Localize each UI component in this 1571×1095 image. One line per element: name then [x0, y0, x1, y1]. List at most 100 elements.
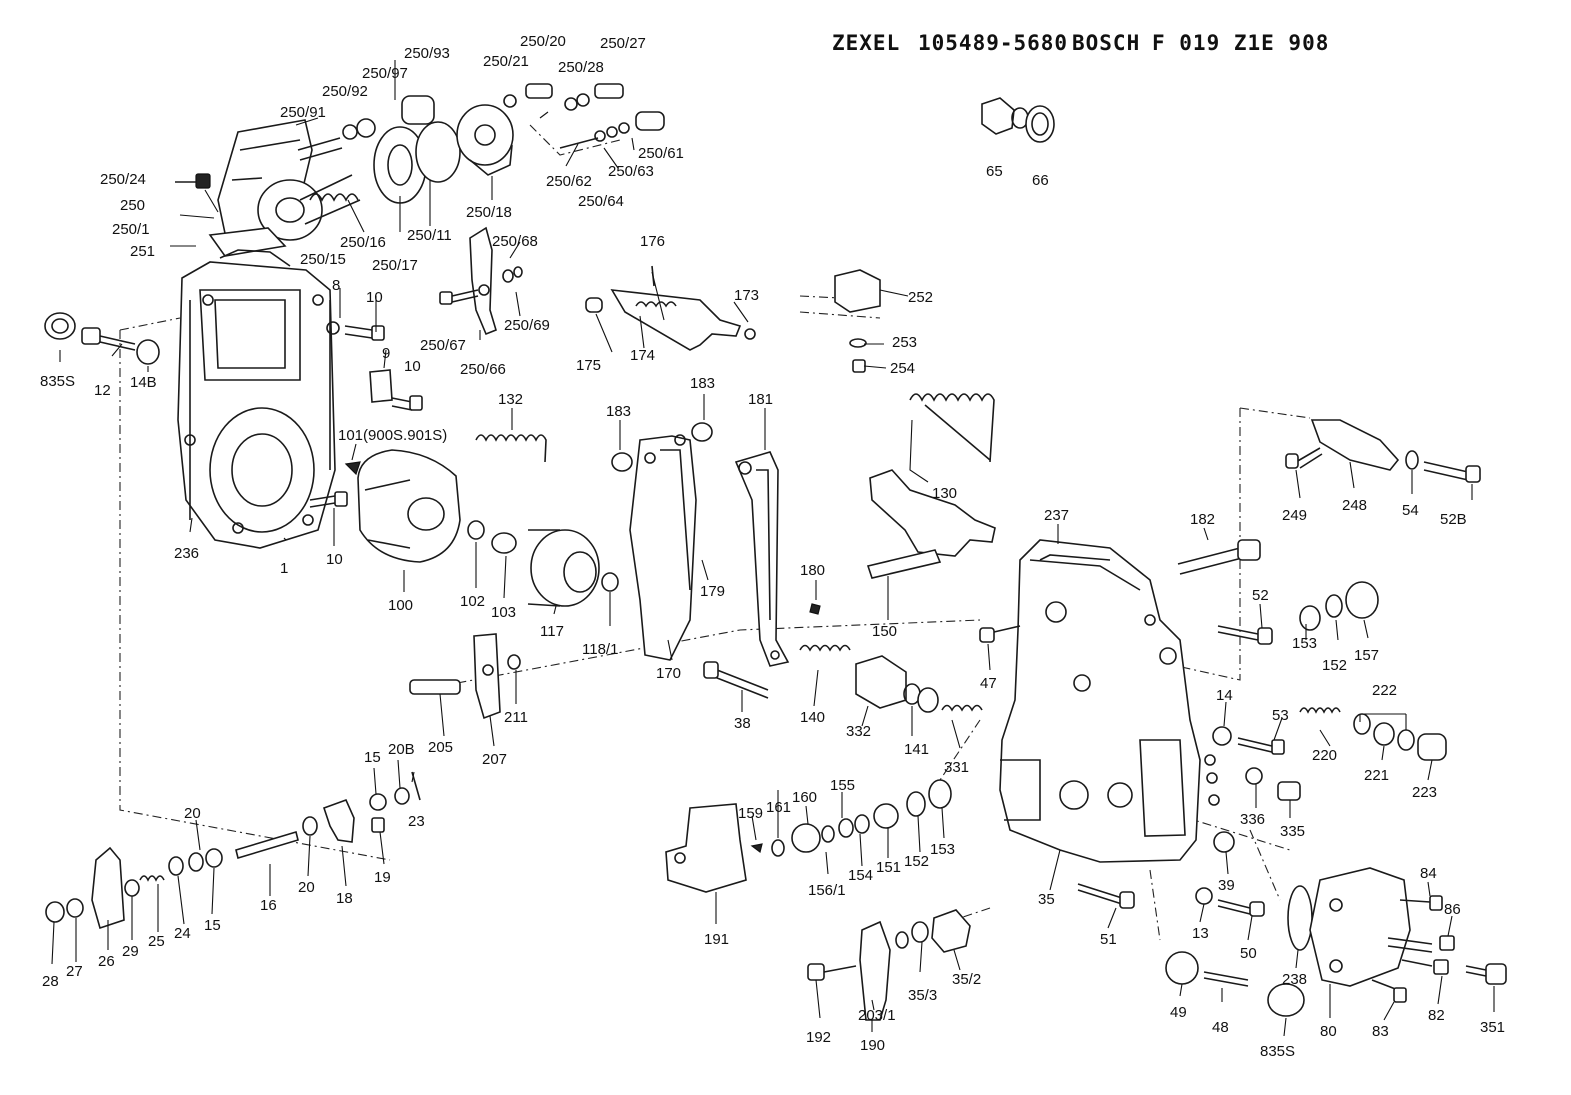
part-label-35-3: 35/3 [908, 987, 937, 1004]
governor-housing-236 [177, 249, 336, 549]
part-label-183b: 183 [690, 375, 715, 392]
part-label-9: 9 [382, 345, 390, 362]
part-label-51: 51 [1100, 931, 1117, 948]
right-side-fasteners [979, 581, 1447, 1017]
part-label-25: 25 [148, 933, 165, 950]
part-label-250-27: 250/27 [600, 35, 646, 52]
part-label-222: 222 [1372, 682, 1397, 699]
part-label-248: 248 [1342, 497, 1367, 514]
part-label-23: 23 [408, 813, 425, 830]
leader-lines [51, 60, 1495, 1037]
part-label-254: 254 [890, 360, 915, 377]
part-label-35: 35 [1038, 891, 1055, 908]
part-label-83: 83 [1372, 1023, 1389, 1040]
part-label-220: 220 [1312, 747, 1337, 764]
part-label-250-97: 250/97 [362, 65, 408, 82]
part-label-250-68: 250/68 [492, 233, 538, 250]
part-label-336: 336 [1240, 811, 1265, 828]
part-label-173: 173 [734, 287, 759, 304]
stop-lever-assembly [585, 265, 756, 351]
part-label-10b: 10 [404, 358, 421, 375]
part-label-26: 26 [98, 953, 115, 970]
part-label-15a: 15 [364, 749, 381, 766]
part-label-250-63: 250/63 [608, 163, 654, 180]
part-label-835s-a: 835S [40, 373, 75, 390]
part-label-86: 86 [1444, 901, 1461, 918]
part-label-203-1: 203/1 [858, 1007, 896, 1024]
part-label-250-92: 250/92 [322, 83, 368, 100]
load-lever-250-66 [439, 226, 523, 336]
part-label-221: 221 [1364, 767, 1389, 784]
part-label-331: 331 [944, 759, 969, 776]
shaft-assembly [45, 771, 421, 930]
timer-piston-row [665, 779, 952, 893]
part-label-182: 182 [1190, 511, 1215, 528]
tension-lever-130 [866, 393, 996, 579]
part-label-250-67: 250/67 [420, 337, 466, 354]
part-label-27: 27 [66, 963, 83, 980]
part-label-179: 179 [700, 583, 725, 600]
header-brand: ZEXEL [832, 31, 900, 55]
part-label-118-1: 118/1 [582, 641, 618, 658]
part-label-29: 29 [122, 943, 139, 960]
bolt-182 [1177, 539, 1261, 575]
part-label-50: 50 [1240, 945, 1257, 962]
part-label-223: 223 [1412, 784, 1437, 801]
part-label-160: 160 [792, 789, 817, 806]
part-label-24: 24 [174, 925, 191, 942]
part-label-156-1: 156/1 [808, 882, 846, 899]
part-label-250-11: 250/11 [407, 227, 452, 244]
part-label-10c: 10 [326, 551, 343, 568]
bracket-252 [834, 269, 881, 373]
part-label-250-91: 250/91 [280, 104, 326, 121]
part-label-192: 192 [806, 1029, 831, 1046]
part-label-181: 181 [748, 391, 773, 408]
part-label-250-16: 250/16 [340, 234, 386, 251]
part-label-101: 101(900S.901S) [338, 427, 447, 444]
part-label-155: 155 [830, 777, 855, 794]
part-label-8: 8 [332, 277, 340, 294]
part-label-153b: 153 [930, 841, 955, 858]
part-label-190: 190 [860, 1037, 885, 1054]
part-label-207: 207 [482, 751, 507, 768]
part-label-250: 250 [120, 197, 145, 214]
timer-assembly [703, 644, 983, 713]
part-label-237: 237 [1044, 507, 1069, 524]
housing-fasteners [44, 312, 423, 508]
part-label-132: 132 [498, 391, 523, 408]
part-label-238: 238 [1282, 971, 1307, 988]
part-label-335: 335 [1280, 823, 1305, 840]
part-label-82: 82 [1428, 1007, 1445, 1024]
part-label-332: 332 [846, 723, 871, 740]
part-label-236: 236 [174, 545, 199, 562]
governor-levers [611, 422, 821, 667]
part-label-14b: 14B [130, 374, 157, 391]
header-bosch-number: F 019 Z1E 908 [1152, 31, 1329, 55]
part-label-250-61: 250/61 [638, 145, 684, 162]
part-label-84: 84 [1420, 865, 1437, 882]
part-label-153a: 153 [1292, 635, 1317, 652]
part-label-28: 28 [42, 973, 59, 990]
part-label-151: 151 [876, 859, 901, 876]
part-label-175: 175 [576, 357, 601, 374]
part-label-351: 351 [1480, 1019, 1505, 1036]
bracket-248 [1285, 419, 1481, 483]
part-label-102: 102 [460, 593, 485, 610]
governor-cover-assembly [175, 83, 665, 257]
header-bosch-label: BOSCH [1072, 31, 1140, 55]
part-label-250-18: 250/18 [466, 204, 512, 221]
part-label-250-20: 250/20 [520, 33, 566, 50]
part-label-835s-b: 835S [1260, 1043, 1295, 1060]
part-label-47: 47 [980, 675, 997, 692]
plug-65-washer-66 [981, 97, 1055, 143]
part-label-19: 19 [374, 869, 391, 886]
flyweight-assembly [344, 434, 619, 607]
part-label-14: 14 [1216, 687, 1233, 704]
part-label-49: 49 [1170, 1004, 1187, 1021]
part-label-211: 211 [504, 709, 528, 726]
pump-housing-237 [999, 539, 1220, 863]
part-label-80: 80 [1320, 1023, 1337, 1040]
part-label-20a: 20 [184, 805, 201, 822]
part-label-176: 176 [640, 233, 665, 250]
